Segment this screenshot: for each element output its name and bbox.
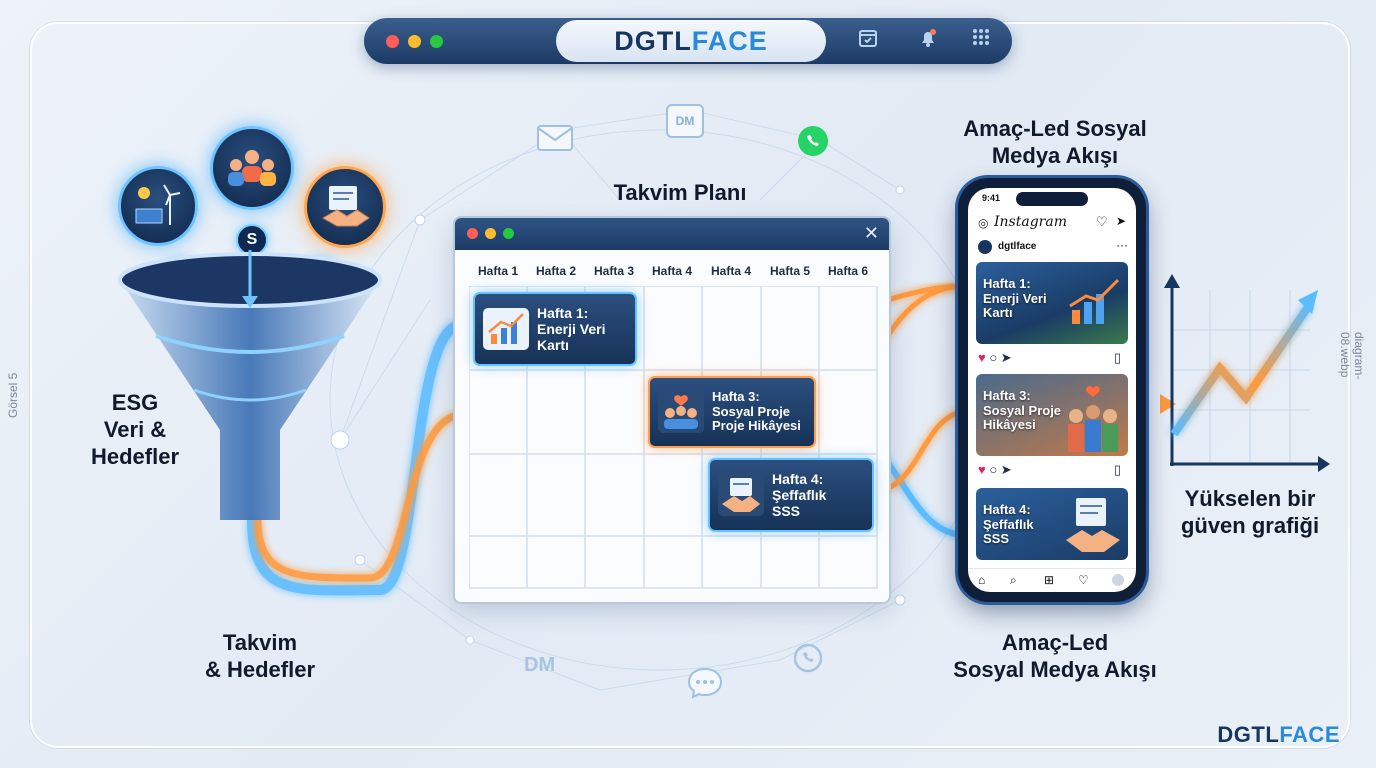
watermark-part1: DGTL [1217, 722, 1280, 747]
phone-top-label: Amaç-Led Sosyal Medya Akışı [963, 116, 1147, 168]
chat-bubble-icon [686, 666, 724, 705]
minimize-dot[interactable] [408, 35, 421, 48]
calendar-minimize-dot[interactable] [485, 228, 496, 239]
calendar-column-2: Hafta 2 [535, 264, 576, 278]
camera-icon[interactable]: ◎ [978, 216, 989, 230]
post-2-text: Hafta 3: Sosyal Proje Hikâyesi [983, 388, 1062, 433]
calendar-card-week4-text: Hafta 4: Şeffaflık SSS [772, 470, 827, 520]
bottom-nav: ⌂ ⌕ ⊞ ♡ [968, 568, 1136, 592]
post-2[interactable]: Hafta 3: Sosyal Proje Hikâyesi [976, 374, 1128, 456]
calendar-card-week4[interactable]: Hafta 4: Şeffaflık SSS [708, 458, 874, 532]
calendar-maximize-dot[interactable] [503, 228, 514, 239]
funnel-label: ESG Veri & Hedefler [90, 390, 180, 469]
send-icon[interactable]: ➤ [1116, 214, 1127, 228]
calendar-column-5: Hafta 4 [710, 264, 751, 278]
add-post-icon[interactable]: ⊞ [1044, 573, 1055, 587]
side-label-right: diagram-08.webp [1338, 332, 1366, 380]
bell-icon[interactable] [914, 27, 942, 55]
community-icon [658, 391, 704, 433]
post-1[interactable]: Hafta 1: Enerji Veri Kartı [976, 262, 1128, 344]
profile-icon[interactable] [1112, 574, 1124, 586]
post-1-chart-icon [1069, 278, 1120, 324]
calendar-title: Takvim Planı [613, 180, 747, 205]
calendar-window: ✕ Hafta 1 Hafta 2 Hafta 3 Hafta 4 Hafta … [453, 216, 891, 604]
calendar-titlebar: ✕ [455, 218, 889, 250]
phone: 9:41 ◎ Instagram ♡ ➤ dgtlface ··· Hafta … [958, 178, 1146, 602]
calendar-card-week3-text: Hafta 3: Sosyal Proje Proje Hikâyesi [712, 388, 801, 434]
avatar[interactable] [978, 240, 992, 254]
brand-part2: FACE [691, 25, 768, 56]
search-icon[interactable]: ⌕ [1010, 573, 1017, 587]
heart-outline-icon[interactable]: ♡ [1096, 214, 1108, 229]
post-3-handshake-icon [1066, 498, 1120, 552]
mail-icon [536, 124, 574, 157]
post-3-text: Hafta 4: Şeffaflık SSS [983, 502, 1034, 547]
phone-screen: 9:41 ◎ Instagram ♡ ➤ dgtlface ··· Hafta … [968, 188, 1136, 592]
watermark-part2: FACE [1279, 722, 1340, 747]
renewable-energy-icon [118, 166, 198, 246]
apps-grid-icon[interactable] [967, 27, 995, 55]
post-2-actions[interactable]: ♥ ○ ➤▯ [978, 462, 1122, 477]
calendar-goals-label: Takvim & Hedefler [204, 630, 316, 682]
funnel [118, 250, 382, 520]
close-dot[interactable] [386, 35, 399, 48]
trust-graph [1164, 274, 1330, 472]
side-label-left: Görsel 5 [6, 372, 20, 418]
home-icon[interactable]: ⌂ [978, 573, 986, 587]
more-icon[interactable]: ··· [1116, 238, 1128, 252]
calendar-column-7: Hafta 6 [827, 264, 868, 278]
dm-icon-top: DM [666, 104, 704, 138]
app-name: Instagram [994, 214, 1067, 230]
governance-handshake-icon [304, 166, 386, 248]
post-2-people-icon [1068, 386, 1118, 452]
account-name[interactable]: dgtlface [998, 241, 1037, 252]
maximize-dot[interactable] [430, 35, 443, 48]
trust-graph-label: Yükselen bir güven grafiği [1180, 486, 1320, 538]
watermark-logo: DGTLFACE [1217, 722, 1340, 748]
handshake-icon [718, 474, 764, 516]
calendar-close-icon[interactable]: ✕ [863, 223, 879, 243]
calendar-close-dot[interactable] [467, 228, 478, 239]
whatsapp-outline-icon [792, 642, 824, 679]
community-icon [210, 126, 294, 210]
post-1-text: Hafta 1: Enerji Veri Kartı [983, 276, 1047, 321]
whatsapp-icon [796, 124, 830, 163]
bar-chart-icon [483, 308, 529, 350]
calendar-card-week1[interactable]: Hafta 1: Enerji Veri Kartı [473, 292, 637, 366]
calendar-column-4: Hafta 4 [651, 264, 692, 278]
post-3[interactable]: Hafta 4: Şeffaflık SSS [976, 488, 1128, 560]
calendar-column-3: Hafta 3 [593, 264, 634, 278]
post-1-actions[interactable]: ♥ ○ ➤▯ [978, 350, 1122, 365]
calendar-card-week3[interactable]: Hafta 3: Sosyal Proje Proje Hikâyesi [648, 376, 816, 448]
phone-bottom-label: Amaç-Led Sosyal Medya Akışı [953, 630, 1157, 682]
calendar-column-6: Hafta 5 [769, 264, 810, 278]
calendar-icon[interactable] [854, 27, 882, 55]
status-bar: 9:41 [968, 188, 1136, 210]
brand-part1: DGTL [614, 25, 692, 56]
calendar-card-week1-text: Hafta 1: Enerji Veri Kartı [537, 304, 606, 354]
calendar-column-1: Hafta 1 [477, 264, 518, 278]
dm-icon-bottom: DM [524, 654, 556, 676]
activity-icon[interactable]: ♡ [1078, 573, 1089, 587]
